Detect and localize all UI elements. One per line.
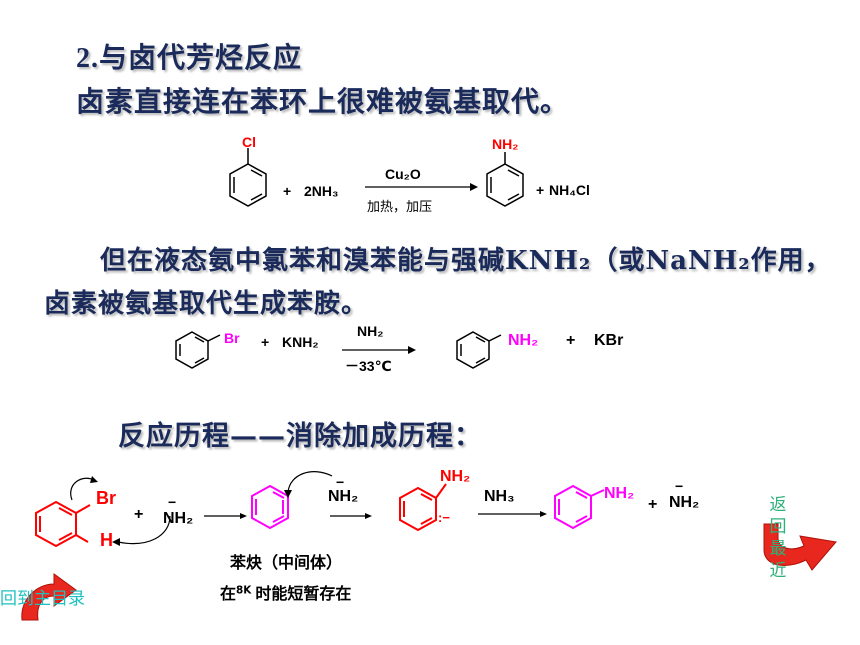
benzyne-ring	[251, 484, 289, 530]
mech-minus-1: −	[168, 494, 177, 510]
mechanism-diagram	[35, 471, 605, 548]
back-recent-char-1[interactable]: 返	[769, 495, 787, 515]
note-suffix: 时能短暂存在	[255, 584, 352, 603]
curved-arrow-benzyne	[287, 471, 333, 493]
para2-line-b: 卤素被氨基取代生成苯胺。	[44, 289, 369, 319]
curved-arrow-h	[117, 515, 171, 545]
r2-br: Br	[224, 330, 240, 346]
r1-cl: Cl	[242, 134, 256, 150]
r2-below: －33℃	[345, 358, 392, 374]
mech-product-nh2: NH₂	[604, 485, 635, 502]
reaction2-diagram	[175, 331, 502, 369]
r2-above: NH₂	[357, 323, 384, 339]
note-temp: 8K	[236, 584, 252, 597]
mech-carbanion: :−	[438, 510, 450, 525]
chlorobenzene-ring	[229, 148, 267, 207]
benzyne-label: 苯炔（中间体）	[230, 553, 343, 572]
back-recent-link[interactable]: 返 回 最 近	[768, 494, 788, 582]
mech-plus2: +	[648, 496, 658, 513]
r1-reagent: 2NH₃	[304, 183, 339, 199]
r1-plus1: +	[283, 183, 292, 199]
section-heading: 2.与卤代芳烃反应	[76, 36, 302, 76]
mech-plus1: +	[134, 506, 144, 523]
heading-number: 2.	[76, 43, 99, 74]
r2-product-nh2: NH₂	[508, 332, 539, 349]
mech-nh2-end: NH₂	[669, 494, 700, 511]
r1-below: 加热，加压	[367, 200, 433, 215]
mech-bromobenzene	[35, 500, 91, 548]
back-recent-char-3[interactable]: 最	[769, 539, 787, 559]
mechanism-title: 反应历程——消除加成历程：	[118, 421, 482, 452]
r1-plus2: +	[536, 182, 545, 198]
back-recent-char-2[interactable]: 回	[769, 517, 787, 537]
mech-anion-nh2: NH₂	[440, 468, 471, 485]
carbanion-ring	[399, 483, 447, 532]
back-home-arrow-icon[interactable]	[16, 572, 102, 622]
mech-br: Br	[96, 488, 117, 508]
mech-minus-3: −	[675, 478, 684, 494]
intro-line: 卤素直接连在苯环上很难被氨基取代。	[76, 85, 570, 118]
para2-line-a: 但在液态氨中氯苯和溴苯能与强碱KNH₂（或NaNH₂作用，	[100, 246, 832, 276]
mech-nh3: NH₃	[484, 488, 515, 505]
r2-reagent: KNH₂	[282, 334, 319, 350]
mech-minus-2: −	[336, 474, 345, 490]
r2-byproduct: KBr	[594, 332, 624, 349]
r2-plus2: +	[566, 332, 576, 349]
back-recent-arrow-icon[interactable]	[756, 520, 840, 580]
note-prefix: 在	[220, 584, 237, 603]
mech-h: H	[100, 530, 113, 550]
back-recent-char-4[interactable]: 近	[769, 561, 787, 581]
mech-nh2-minus: NH₂	[163, 510, 194, 527]
mech-aniline	[554, 484, 605, 530]
r1-product-nh2: NH₂	[492, 136, 519, 152]
mech-nh2-top: NH₂	[328, 488, 359, 505]
reaction1-diagram	[229, 148, 524, 207]
aniline-ring	[486, 152, 524, 207]
heading-title: 与卤代芳烃反应	[99, 41, 303, 74]
r2-plus1: +	[261, 334, 270, 350]
back-home-link[interactable]: 回到主目录	[0, 589, 85, 609]
curved-arrow-br	[70, 477, 95, 501]
r1-above: Cu₂O	[385, 166, 421, 182]
r1-byproduct: NH₄Cl	[549, 182, 590, 198]
aniline-ring-2	[456, 331, 502, 369]
bromobenzene-ring	[175, 331, 221, 369]
